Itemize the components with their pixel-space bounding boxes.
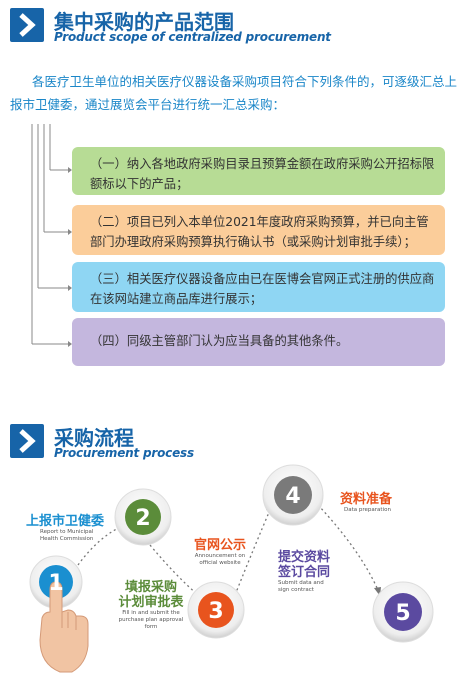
step-label-1: 上报市卫健委 Report to Municipal Health Commis… bbox=[26, 510, 110, 543]
step-label-en: Data preparation bbox=[344, 507, 391, 513]
section-subtitle: Product scope of centralized procurement bbox=[54, 30, 331, 44]
condition-box-4: （四）同级主管部门认为应当具备的其他条件。 bbox=[72, 318, 445, 366]
step-label-3: 官网公示 Announcement on official website bbox=[193, 534, 247, 567]
intro-paragraph: 各医疗卫生单位的相关医疗仪器设备采购项目符合下列条件的，可逐级汇总上报市卫健委，… bbox=[10, 74, 458, 112]
step-label-cn: 上报市卫健委 bbox=[26, 514, 105, 529]
step-label-4: 提交资料 签订合同 Submit data and sign contract bbox=[278, 550, 334, 594]
step-number-2: 2 bbox=[135, 506, 150, 531]
chevron-right-icon bbox=[10, 424, 44, 458]
pointing-hand-icon bbox=[39, 581, 89, 673]
step-number-1: 1 bbox=[48, 571, 63, 596]
step-label-cn-line1: 提交资料 bbox=[278, 550, 331, 565]
step-label-cn-line2: 计划审批表 bbox=[118, 595, 184, 610]
step-label-cn: 官网公示 bbox=[193, 538, 246, 553]
condition-box-3: （三）相关医疗仪器设备应由已在医博会官网正式注册的供应商在该网站建立商品库进行展… bbox=[72, 262, 445, 312]
condition-box-1: （一）纳入各地政府采购目录且预算金额在政府采购公开招标限额标以下的产品； bbox=[72, 147, 445, 195]
section-header-scope: 集中采购的产品范围 Product scope of centralized p… bbox=[10, 8, 450, 48]
flow-arrow-1-2 bbox=[77, 524, 126, 566]
step-circle-5 bbox=[372, 581, 434, 643]
step-circle-2 bbox=[114, 488, 172, 546]
step-label-cn-line1: 填报采购 bbox=[124, 580, 177, 595]
step-label-2: 填报采购 计划审批表 Fill in and submit the purcha… bbox=[112, 580, 190, 631]
flow-arrow-2-3 bbox=[149, 544, 199, 596]
step-number-3: 3 bbox=[208, 599, 223, 624]
step-number-5: 5 bbox=[395, 601, 410, 626]
section-header-process: 采购流程 Procurement process bbox=[10, 424, 450, 464]
section-title: 采购流程 bbox=[54, 426, 134, 450]
step-label-en: Announcement on official website bbox=[194, 553, 246, 566]
flow-arrow-3-4 bbox=[234, 509, 271, 596]
step-label-cn: 资料准备 bbox=[340, 492, 393, 507]
step-label-en: Report to Municipal Health Commission bbox=[40, 529, 94, 542]
step-number-4: 4 bbox=[285, 484, 300, 509]
step-label-en: Submit data and sign contract bbox=[278, 580, 324, 593]
step-label-cn-line2: 签订合同 bbox=[278, 565, 331, 580]
flow-arrow-4-5 bbox=[317, 504, 379, 591]
section-title: 集中采购的产品范围 bbox=[54, 10, 234, 34]
step-label-en: Fill in and submit the purchase plan app… bbox=[118, 610, 184, 630]
section-subtitle: Procurement process bbox=[54, 446, 194, 460]
step-circle-4 bbox=[262, 464, 324, 526]
step-circle-3 bbox=[187, 581, 245, 639]
chevron-right-icon bbox=[10, 8, 44, 42]
step-label-5: 资料准备 Data preparation bbox=[340, 488, 392, 514]
condition-box-2: （二）项目已列入本单位2021年度政府采购预算，并已向主管部门办理政府采购预算执… bbox=[72, 205, 445, 255]
